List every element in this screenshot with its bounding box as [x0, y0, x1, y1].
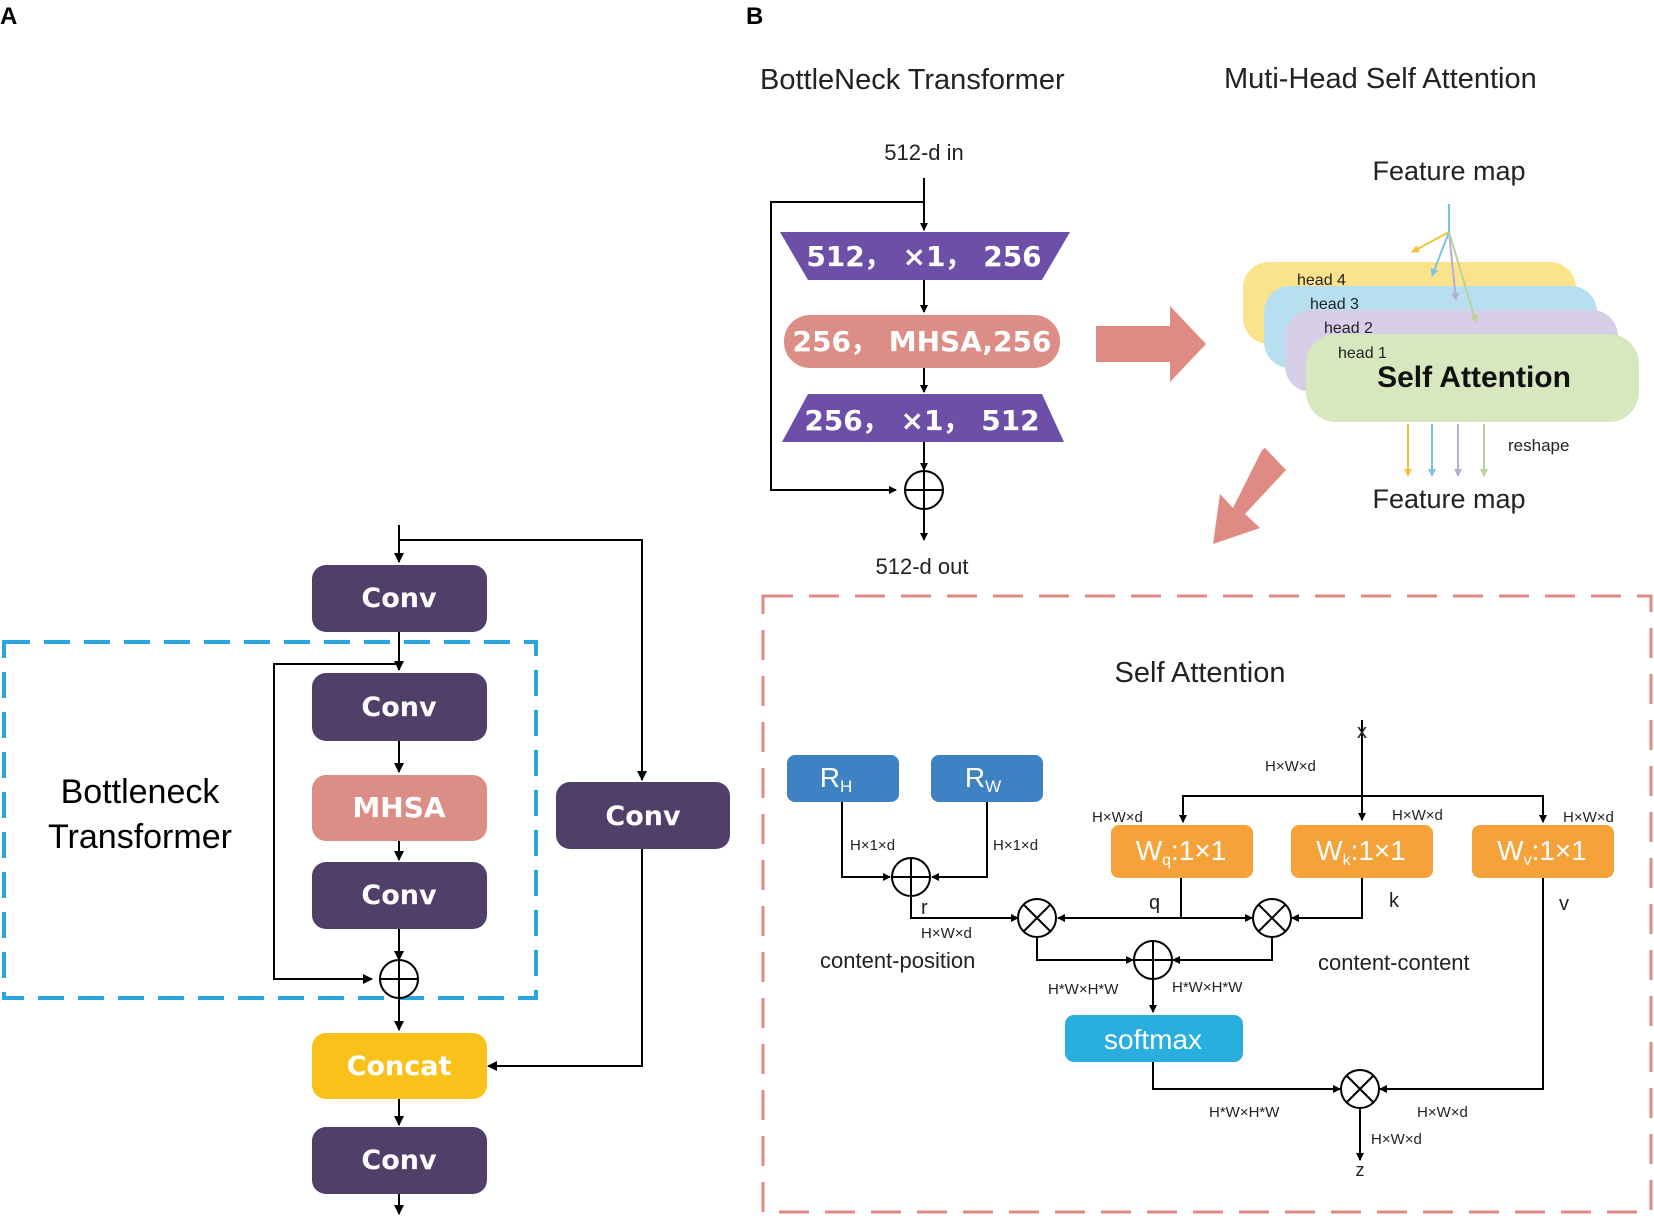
hwhw-bottom-label: H*W×H*W [1209, 1104, 1280, 1121]
content-content-mult-node [1252, 898, 1292, 938]
mhsa-title: Muti-Head Self Attention [1224, 63, 1537, 95]
self-attention-detail-region [761, 594, 1653, 1214]
mhsa-label: MHSA [352, 791, 445, 824]
hwd-z-label: H×W×d [1371, 1131, 1422, 1148]
block-mhsa-label: 256， MHSA,256 [793, 325, 1052, 358]
conv-side-block [556, 782, 730, 849]
conv-inner1-block [312, 673, 487, 741]
bottleneck-transformer-title: BottleNeck Transformer [760, 64, 1065, 96]
conv-bottom-label: Conv [361, 1145, 437, 1176]
mhsa-block [312, 775, 487, 841]
v-label: v [1559, 893, 1569, 915]
rh-label: RH [820, 762, 853, 796]
wv-block [1472, 825, 1614, 878]
conv-inner2-block [312, 862, 487, 929]
concat-block [312, 1033, 487, 1099]
hwd-wk-label: H×W×d [1392, 807, 1443, 824]
big-right-arrow [1096, 306, 1206, 382]
softmax-label: softmax [1104, 1024, 1202, 1055]
panel-a-connectors [273, 525, 647, 1215]
wq-label: Wq:1×1 [1136, 835, 1227, 869]
bot-connectors [770, 178, 928, 541]
reshape-label: reshape [1508, 436, 1569, 455]
output-mult-node [1340, 1069, 1380, 1109]
hwd-v-label: H×W×d [1417, 1104, 1468, 1121]
block-512-256 [780, 232, 1070, 280]
head2-label: head 2 [1324, 320, 1373, 337]
hwhw-right-label: H*W×H*W [1172, 979, 1243, 996]
conv-bottom-block [312, 1127, 487, 1194]
h1d-left-label: H×1×d [850, 837, 895, 854]
conv-inner2-label: Conv [361, 880, 437, 911]
conv-side-label: Conv [605, 801, 681, 832]
block-256-512 [782, 394, 1064, 442]
content-position-label: content-position [820, 948, 975, 973]
rw-label: RW [965, 762, 1001, 796]
q-label: q [1149, 892, 1160, 914]
h1d-right-label: H×1×d [993, 837, 1038, 854]
content-content-label: content-content [1318, 950, 1470, 975]
block-512-256-label: 512， ×1， 256 [806, 240, 1041, 273]
rh-block [787, 755, 899, 802]
softmax-block [1065, 1015, 1243, 1062]
r-label: r [921, 897, 928, 919]
big-down-left-arrow [1213, 448, 1286, 544]
feature-map-bottom: Feature map [1372, 484, 1525, 514]
wq-block [1111, 825, 1253, 878]
block-256-512-label: 256， ×1， 512 [804, 404, 1039, 437]
head3-label: head 3 [1310, 296, 1359, 313]
detail-title: Self Attention [1115, 657, 1286, 689]
reshape-arrows [1404, 424, 1488, 477]
x-label: x [1357, 721, 1367, 743]
logits-sum-node [1133, 940, 1173, 980]
in-label: 512-d in [884, 140, 964, 165]
detail-connectors [841, 720, 1547, 1161]
wk-block [1291, 825, 1433, 878]
panel-a-sum-node [379, 959, 419, 999]
hwd-r-label: H×W×d [921, 925, 972, 942]
feature-map-top: Feature map [1372, 156, 1525, 186]
bottleneck-label-line1: Bottleneck [61, 773, 221, 811]
block-mhsa [784, 315, 1060, 368]
feature-split-arrows [1411, 204, 1478, 323]
content-position-mult-node [1017, 898, 1057, 938]
panel-b-letter: B [746, 3, 763, 30]
conv-top-label: Conv [361, 583, 437, 614]
head1-label: head 1 [1338, 345, 1387, 362]
wv-label: Wv:1×1 [1497, 835, 1587, 869]
k-label: k [1389, 890, 1400, 912]
hwd-top-label: H×W×d [1265, 758, 1316, 775]
self-attention-card-label: Self Attention [1377, 361, 1571, 394]
bottleneck-region [2, 640, 538, 1000]
head4-label: head 4 [1297, 272, 1346, 289]
conv-top-block [312, 565, 487, 632]
hwhw-left-label: H*W×H*W [1048, 981, 1119, 998]
rel-sum-node [891, 857, 931, 897]
panel-a-letter: A [0, 3, 17, 30]
z-label: z [1356, 1160, 1365, 1180]
hwd-wq-label: H×W×d [1092, 809, 1143, 826]
rw-block [931, 755, 1043, 802]
bottleneck-label-line2: Transformer [48, 818, 232, 856]
concat-label: Concat [347, 1051, 452, 1082]
wk-label: Wk:1×1 [1316, 835, 1406, 869]
out-label: 512-d out [876, 554, 969, 579]
bot-sum-node [904, 470, 944, 510]
hwd-wv-label: H×W×d [1563, 809, 1614, 826]
head1-card [1306, 334, 1639, 422]
conv-inner1-label: Conv [361, 692, 437, 723]
